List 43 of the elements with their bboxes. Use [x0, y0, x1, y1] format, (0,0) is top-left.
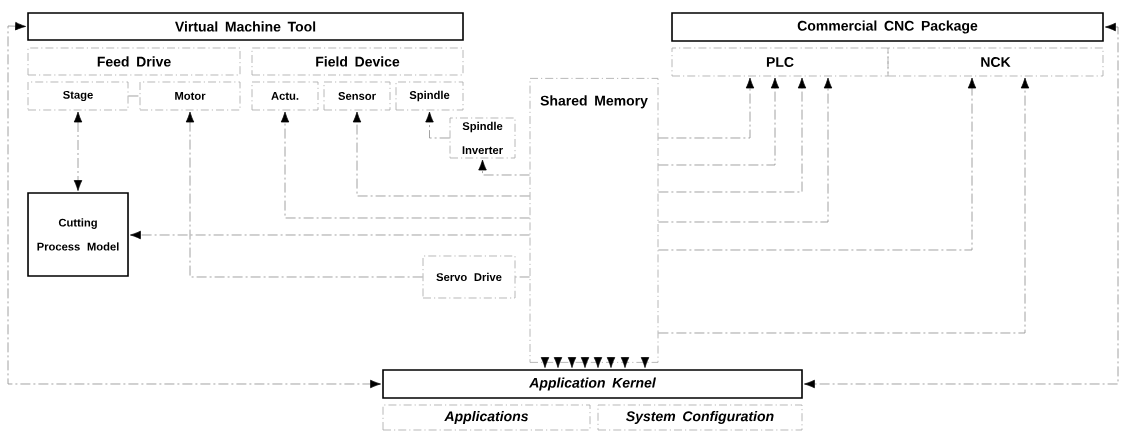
- arrow: [73, 111, 83, 191]
- arrow: [7, 22, 381, 389]
- arrow: [658, 77, 755, 139]
- title-box: Commercial CNC Package: [671, 12, 1104, 42]
- arrow: [658, 77, 1030, 334]
- group-box: PLC: [671, 47, 889, 77]
- arrow: [804, 22, 1119, 389]
- kernel-box: Application Kernel: [382, 369, 803, 399]
- arrow: [567, 357, 577, 368]
- arrow: [658, 77, 807, 193]
- arrow: [185, 111, 423, 278]
- component-box: Spindle Inverter: [449, 117, 516, 159]
- arrow: [130, 230, 530, 240]
- arrow: [280, 111, 530, 219]
- arrow: [593, 357, 603, 368]
- connector-line: [515, 276, 530, 278]
- component-box: Actu.: [251, 81, 319, 111]
- arrow: [580, 357, 590, 368]
- arrow: [553, 357, 563, 368]
- arrow: [658, 77, 780, 166]
- title-box: Virtual Machine Tool: [27, 12, 464, 41]
- component-box: Sensor: [323, 81, 391, 111]
- group-box: Applications: [382, 404, 591, 431]
- arrow: [606, 357, 616, 368]
- arrow: [658, 77, 833, 223]
- group-box: System Configuration: [597, 404, 803, 431]
- component-box: Motor: [139, 81, 241, 111]
- group-box: Field Device: [251, 47, 464, 76]
- arrow: [478, 159, 530, 176]
- model-box: Cutting Process Model: [27, 192, 129, 277]
- group-box: Feed Drive: [27, 47, 241, 76]
- arrow: [540, 357, 550, 368]
- shared-memory-bus: Shared Memory: [529, 78, 659, 363]
- group-box: NCK: [887, 47, 1104, 77]
- arrow: [640, 357, 650, 368]
- arrow: [620, 357, 630, 368]
- component-box: Stage: [27, 81, 129, 111]
- arrow: [425, 111, 450, 139]
- component-box: Spindle: [395, 81, 464, 111]
- arrow: [658, 77, 977, 251]
- component-box: Servo Drive: [422, 255, 516, 299]
- arrow: [352, 111, 530, 197]
- connector-line: [128, 95, 140, 97]
